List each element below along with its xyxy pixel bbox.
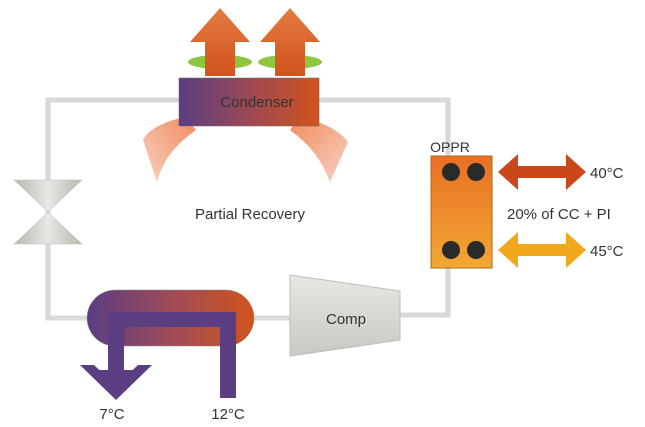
hot-air-arrow-right [260,8,320,76]
warm-water-arrow [498,232,586,268]
condenser-label: Condenser [220,94,293,111]
expansion-valve [13,179,83,245]
chilled-in-temp: 12°C [211,406,245,423]
compressor-label: Comp [326,311,366,328]
port-bottom-left [442,241,460,259]
oppr-ports [442,163,485,259]
recovery-share-label: 20% of CC + PI [507,206,611,223]
hot-air-arrow-left [190,8,250,76]
hot-water-arrow [498,154,586,190]
compressor [289,274,401,357]
hot-out-temp: 40°C [590,165,624,182]
heat-plume-right [290,117,348,182]
hot-in-temp: 45°C [590,243,624,260]
chilled-out-arrowhead [80,365,152,400]
port-top-right [467,163,485,181]
oppr-label: OPPR [430,139,470,155]
condenser [178,77,320,127]
port-top-left [442,163,460,181]
heat-plume-left [143,117,196,182]
port-bottom-right [467,241,485,259]
chilled-out-temp: 7°C [99,406,124,423]
partial-recovery-label: Partial Recovery [195,206,306,223]
